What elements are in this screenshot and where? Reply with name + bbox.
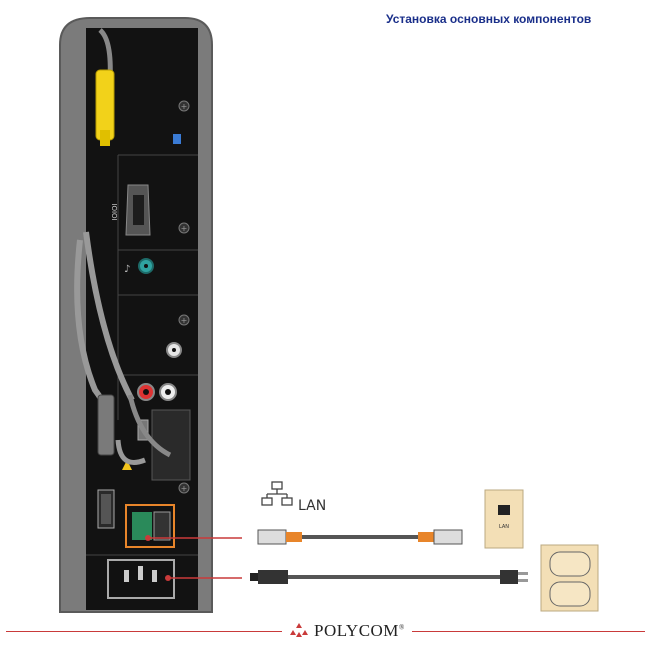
dvi-port <box>97 489 115 529</box>
audio-icon: ♪ <box>124 264 130 275</box>
installation-diagram: + + + + IOIOI ♪ <box>59 17 599 613</box>
footer-divider-right <box>412 631 645 632</box>
power-outlet <box>540 544 599 612</box>
svg-text:+: + <box>181 224 188 233</box>
svg-text:+: + <box>181 102 188 111</box>
rca-audio-jacks <box>137 383 177 401</box>
hdmi-cable <box>95 28 115 146</box>
dvi-connector <box>97 394 115 456</box>
lan-cable <box>257 529 463 545</box>
polycom-logo: POLYCOM® <box>288 621 405 641</box>
svg-text:+: + <box>181 484 188 493</box>
polycom-logo-icon <box>290 623 308 637</box>
screw-icon: + <box>178 482 190 494</box>
status-led <box>173 134 181 144</box>
warning-icon <box>122 460 132 470</box>
serial-port-label: IOIOI <box>110 203 118 220</box>
screw-icon: + <box>178 100 190 112</box>
screw-icon: + <box>178 314 190 326</box>
lan-wall-plate: LAN <box>484 489 524 549</box>
svg-text:LAN: LAN <box>499 524 509 530</box>
mic-jack <box>166 342 182 358</box>
lan-port <box>125 504 175 548</box>
lan-connection-label: LAN <box>298 498 327 514</box>
network-icon <box>261 481 293 506</box>
page-title: Установка основных компонентов <box>386 12 592 26</box>
serial-port <box>125 184 151 236</box>
power-cable <box>250 570 528 584</box>
footer-divider-left <box>6 631 282 632</box>
brand-name: POLYCOM® <box>314 621 405 640</box>
svg-text:+: + <box>181 316 188 325</box>
power-inlet <box>107 559 175 599</box>
screw-icon: + <box>178 222 190 234</box>
device-rear-panel: + + + + IOIOI ♪ <box>59 17 213 613</box>
audio-in-jack <box>138 258 154 274</box>
